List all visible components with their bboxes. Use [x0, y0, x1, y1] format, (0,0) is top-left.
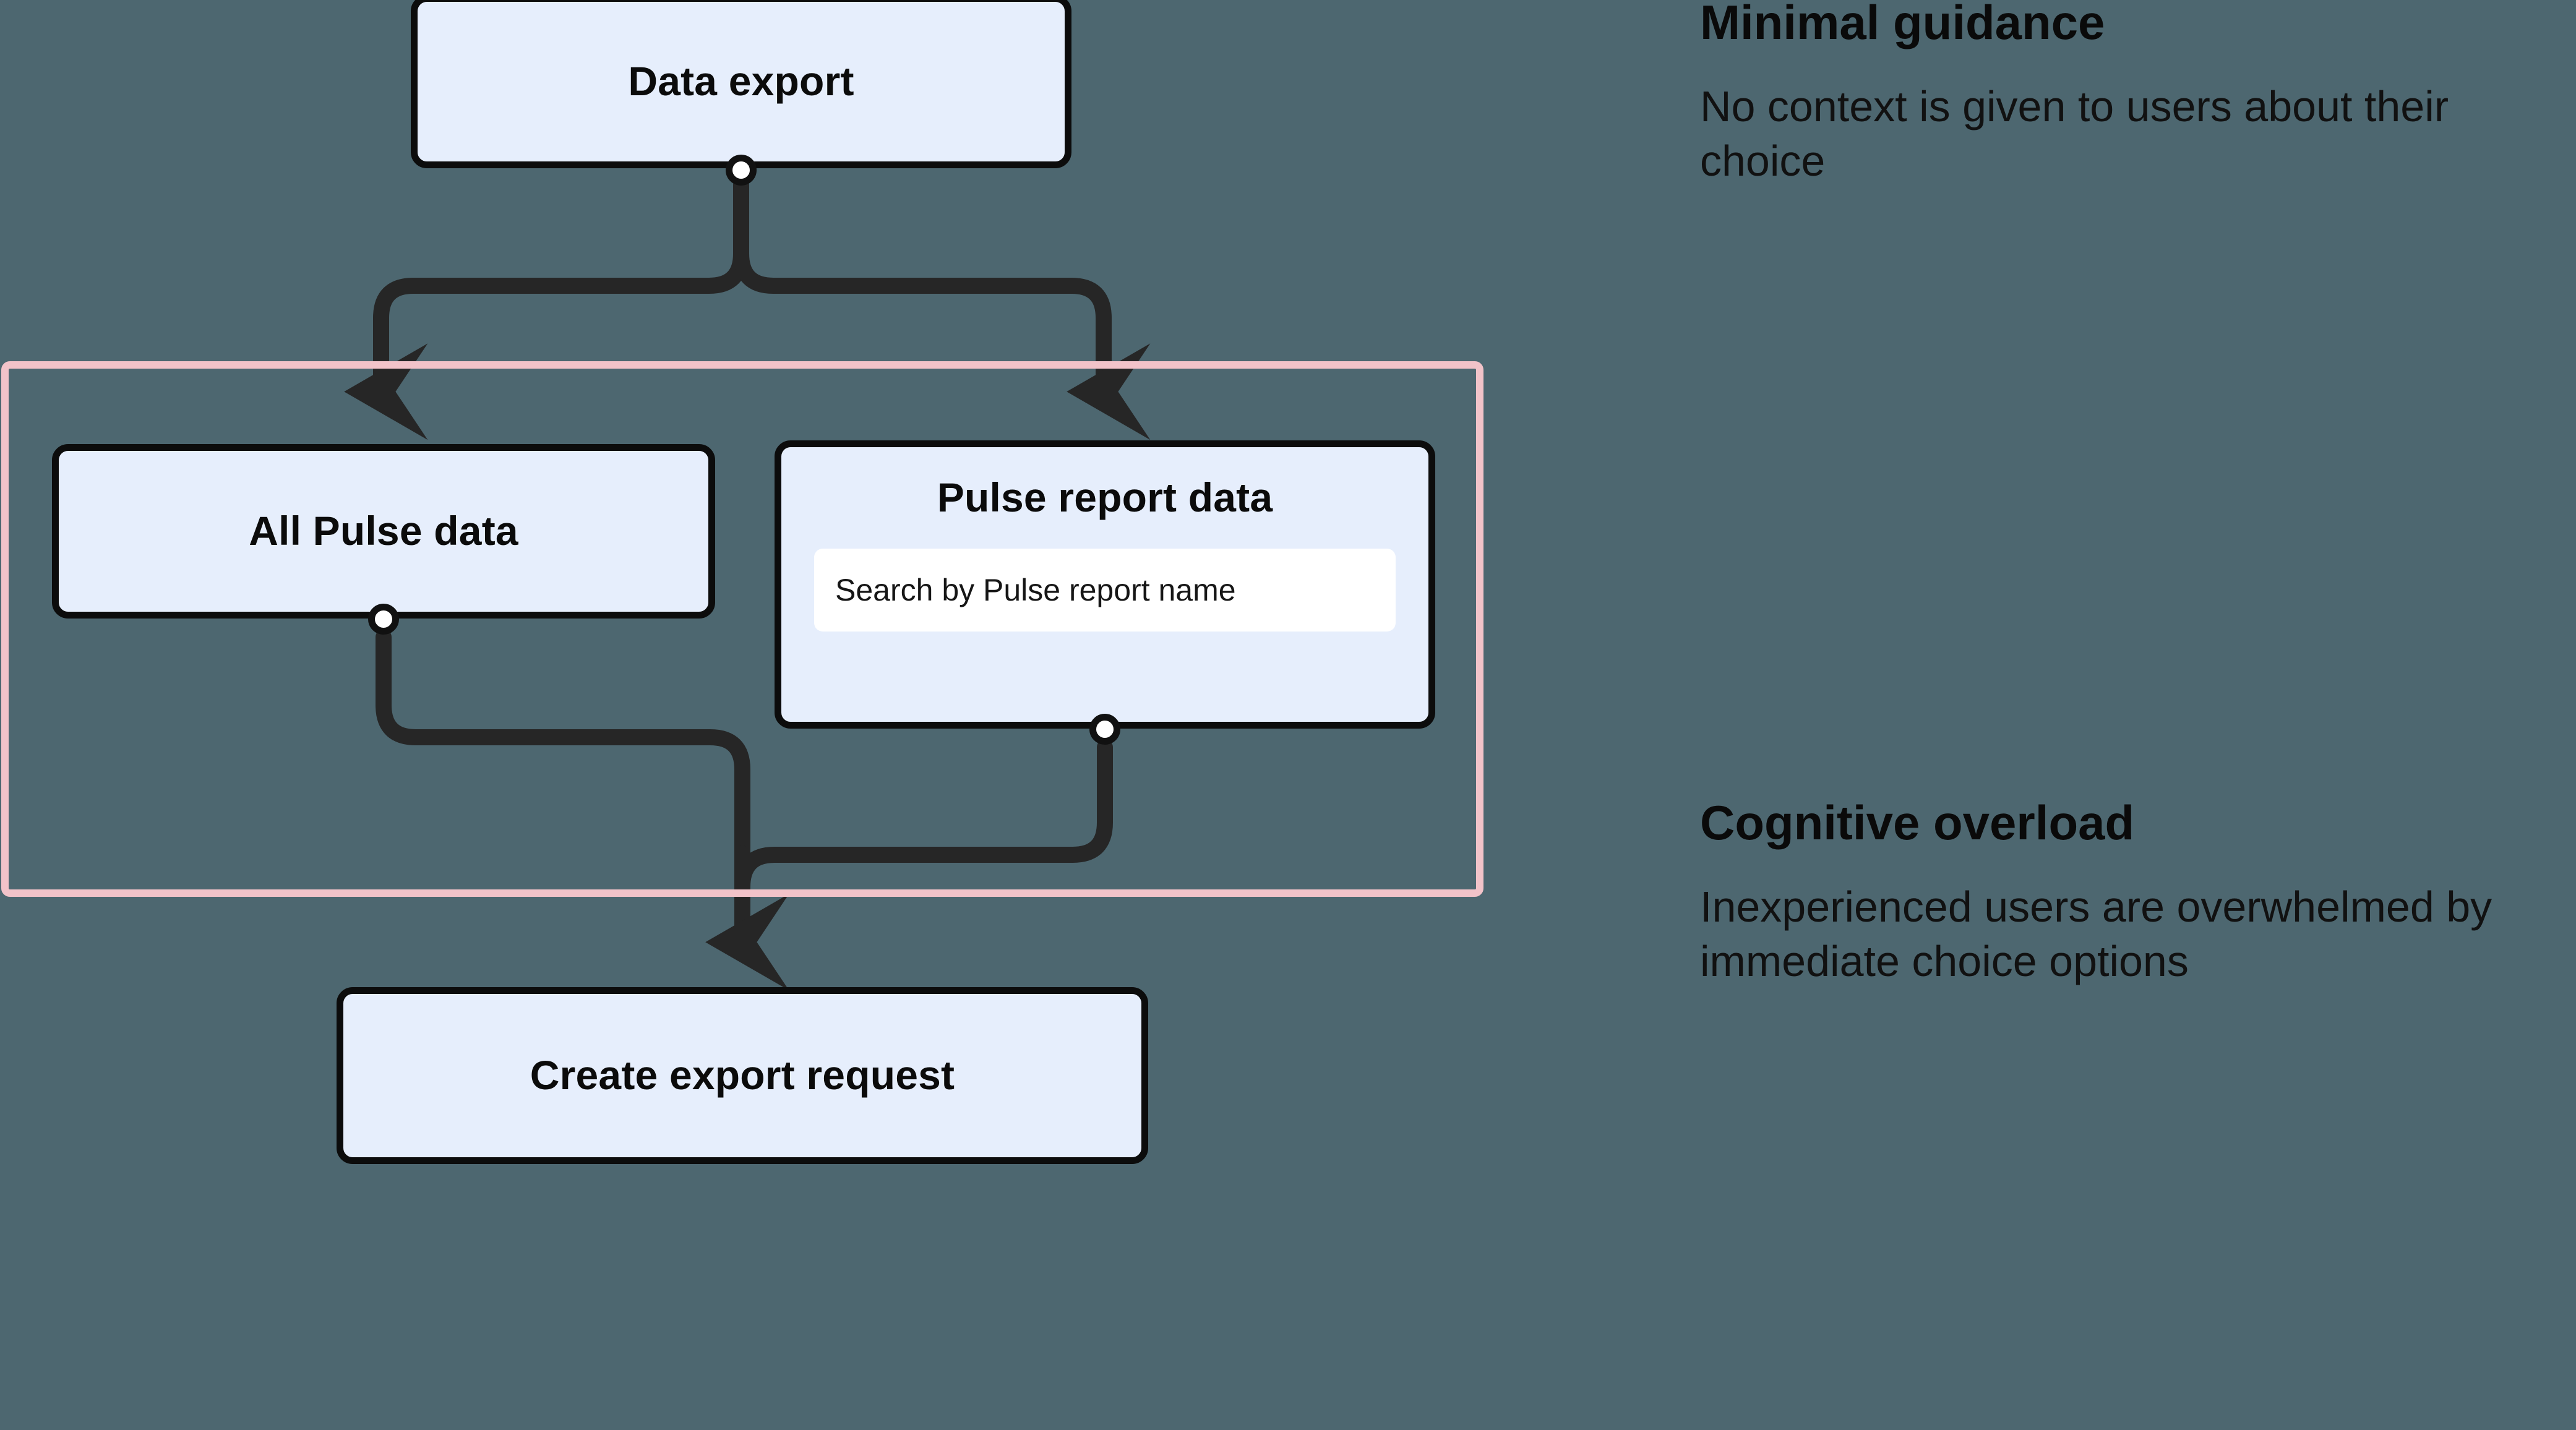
node-data-export[interactable]: Data export [411, 0, 1071, 168]
annotation-cognitive-overload: Cognitive overload Inexperienced users a… [1700, 795, 2560, 988]
annotation-minimal-guidance-heading: Minimal guidance [1700, 0, 2105, 49]
annotation-minimal-guidance: Minimal guidance No context is given to … [1700, 0, 2560, 188]
pulse-report-search-placeholder: Search by Pulse report name [835, 572, 1236, 607]
handle-data-export-source[interactable] [726, 155, 757, 186]
node-all-pulse-data[interactable]: All Pulse data [52, 444, 715, 619]
pulse-report-search-input[interactable]: Search by Pulse report name [814, 548, 1396, 632]
annotation-cognitive-overload-heading: Cognitive overload [1700, 795, 2135, 850]
node-all-pulse-data-label: All Pulse data [249, 508, 518, 554]
node-create-export-request[interactable]: Create export request [337, 987, 1148, 1164]
node-create-export-request-label: Create export request [530, 1052, 955, 1098]
annotation-minimal-guidance-body: No context is given to users about their… [1700, 82, 2449, 185]
node-pulse-report-data-label: Pulse report data [937, 474, 1273, 520]
edge-data-export-to-pulse-report-data [733, 178, 1151, 440]
node-pulse-report-data[interactable]: Pulse report data Search by Pulse report… [775, 440, 1435, 729]
handle-all-pulse-data-source[interactable] [368, 604, 399, 635]
handle-pulse-report-data-source[interactable] [1089, 714, 1120, 745]
flow-diagram-canvas: Data export All Pulse data Pulse report … [1, 0, 1483, 1164]
node-data-export-label: Data export [628, 58, 854, 105]
choice-options-highlight-frame [1, 361, 1483, 897]
annotation-cognitive-overload-body: Inexperienced users are overwhelmed by i… [1700, 882, 2492, 985]
edge-data-export-to-all-pulse-data [344, 178, 749, 440]
annotation-column: Minimal guidance No context is given to … [1700, 0, 2566, 1430]
